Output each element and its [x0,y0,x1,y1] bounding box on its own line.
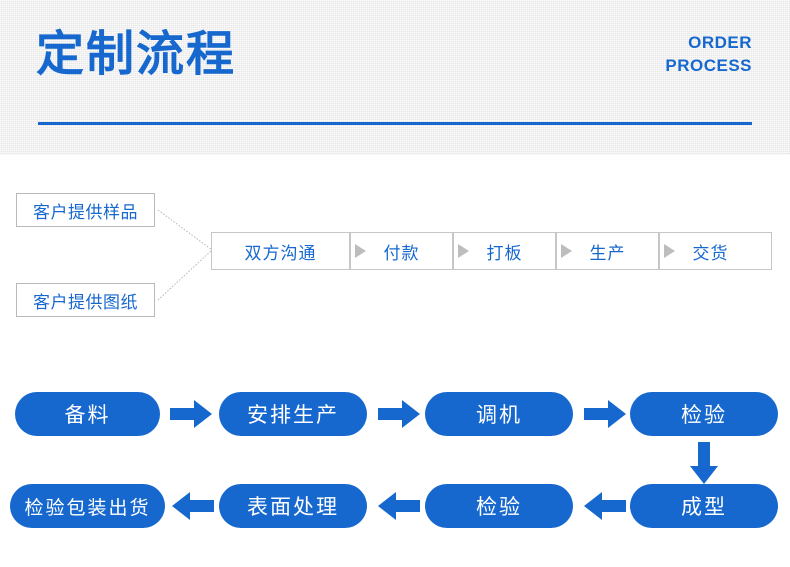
chain-separator [349,233,366,269]
flow-pill-inspection-1[interactable]: 检验 [630,392,778,436]
flow-pill-forming-label: 成型 [681,496,727,519]
page-title: 定制流程 [36,28,237,81]
page-subtitle-line1: ORDER [688,33,752,52]
chain-separator [555,233,572,269]
source-box-sample-label: 客户提供样品 [33,202,138,222]
flow-pill-machine-setup-label: 调机 [476,404,522,427]
process-chain: 双方沟通 付款 打板 生产 交货 [211,232,772,270]
chain-step-sampling[interactable]: 打板 [454,233,555,269]
arrow-right-icon [378,400,420,428]
page-subtitle-line2: PROCESS [665,55,752,75]
chain-step-delivery-label: 交货 [692,243,729,263]
arrow-right-icon [584,400,626,428]
triangle-right-icon [561,244,572,258]
flow-pill-surface-treatment[interactable]: 表面处理 [219,484,367,528]
chain-step-production[interactable]: 生产 [557,233,658,269]
flow-pill-inspect-pack-ship-label: 检验包装出货 [24,497,151,519]
flow-pill-material-prep-label: 备料 [64,404,111,427]
chain-step-communication-label: 双方沟通 [244,243,317,263]
arrow-right-icon [170,400,212,428]
triangle-right-icon [458,244,469,258]
arrow-left-icon [172,492,214,520]
flow-pill-surface-treatment-label: 表面处理 [247,496,339,519]
flow-pill-material-prep[interactable]: 备料 [15,392,160,436]
arrow-left-icon [584,492,626,520]
page-header: 定制流程 ORDER PROCESS [0,0,790,155]
page-subtitle: ORDER PROCESS [665,32,752,78]
flow-pill-inspection-2[interactable]: 检验 [425,484,573,528]
chain-step-delivery[interactable]: 交货 [660,233,761,269]
header-divider [38,122,752,125]
flow-pill-inspection-1-label: 检验 [681,404,727,427]
source-box-drawing: 客户提供图纸 [16,283,155,317]
triangle-right-icon [664,244,675,258]
flow-pill-machine-setup[interactable]: 调机 [425,392,573,436]
chain-separator [452,233,469,269]
source-box-drawing-label: 客户提供图纸 [33,292,138,312]
chain-step-communication[interactable]: 双方沟通 [212,233,349,269]
chain-step-production-label: 生产 [589,243,626,263]
flow-pill-inspect-pack-ship[interactable]: 检验包装出货 [10,484,165,528]
flow-pill-arrange-production[interactable]: 安排生产 [219,392,367,436]
flow-pill-forming[interactable]: 成型 [630,484,778,528]
chain-step-sampling-label: 打板 [486,243,523,263]
arrow-left-icon [378,492,420,520]
arrow-down-icon [690,442,718,484]
flow-pill-inspection-2-label: 检验 [476,496,522,519]
converging-connector-lines [157,209,213,301]
flow-pill-arrange-production-label: 安排生产 [247,404,339,427]
chain-step-payment[interactable]: 付款 [351,233,452,269]
triangle-right-icon [355,244,366,258]
chain-step-payment-label: 付款 [383,243,420,263]
chain-separator [658,233,675,269]
source-box-sample: 客户提供样品 [16,193,155,227]
